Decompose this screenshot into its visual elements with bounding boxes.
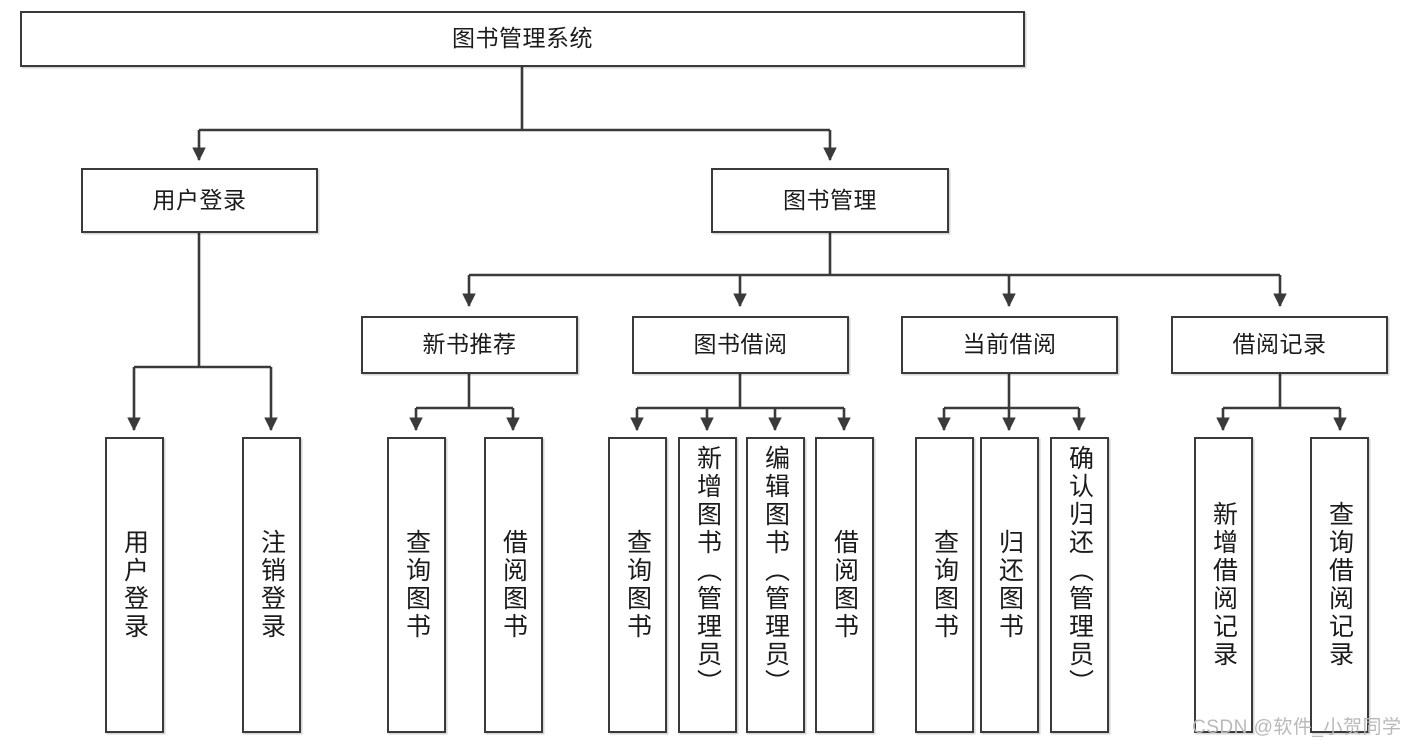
node-leaf-logout-label: 注销登录 — [257, 529, 286, 641]
node-root-label: 图书管理系统 — [452, 25, 593, 52]
node-leaf-query-book-2-label: 查询图书 — [623, 529, 652, 641]
node-leaf-edit-book[interactable]: 编辑图书（管理员） — [746, 437, 805, 733]
node-leaf-add-book[interactable]: 新增图书（管理员） — [678, 437, 737, 733]
node-root[interactable]: 图书管理系统 — [20, 11, 1025, 67]
node-leaf-add-book-label: 新增图书（管理员） — [693, 445, 722, 697]
node-leaf-confirm-return-label: 确认归还（管理员） — [1065, 445, 1094, 697]
node-leaf-edit-book-label: 编辑图书（管理员） — [761, 445, 790, 697]
node-leaf-return-book[interactable]: 归还图书 — [980, 437, 1039, 733]
node-book-borrow[interactable]: 图书借阅 — [632, 316, 849, 374]
node-leaf-query-book-1[interactable]: 查询图书 — [387, 437, 446, 733]
node-leaf-confirm-return[interactable]: 确认归还（管理员） — [1050, 437, 1109, 733]
node-leaf-user-login[interactable]: 用户登录 — [105, 437, 164, 733]
node-leaf-query-book-3[interactable]: 查询图书 — [915, 437, 974, 733]
node-leaf-borrow-book-1-label: 借阅图书 — [499, 529, 528, 641]
node-leaf-query-book-3-label: 查询图书 — [930, 529, 959, 641]
node-user-login-label: 用户登录 — [152, 186, 247, 213]
node-new-book-rec-label: 新书推荐 — [422, 331, 517, 358]
node-leaf-query-record-label: 查询借阅记录 — [1325, 501, 1354, 669]
node-leaf-logout[interactable]: 注销登录 — [242, 437, 301, 733]
node-leaf-borrow-book-2-label: 借阅图书 — [830, 529, 859, 641]
node-leaf-add-record[interactable]: 新增借阅记录 — [1194, 437, 1253, 733]
node-leaf-borrow-book-2[interactable]: 借阅图书 — [815, 437, 874, 733]
node-current-borrow-label: 当前借阅 — [962, 331, 1057, 358]
node-book-manage[interactable]: 图书管理 — [711, 168, 949, 233]
node-leaf-borrow-book-1[interactable]: 借阅图书 — [484, 437, 543, 733]
node-leaf-return-book-label: 归还图书 — [995, 529, 1024, 641]
node-leaf-query-book-1-label: 查询图书 — [402, 529, 431, 641]
node-borrow-record[interactable]: 借阅记录 — [1171, 316, 1388, 374]
node-borrow-record-label: 借阅记录 — [1232, 331, 1327, 358]
node-book-manage-label: 图书管理 — [783, 186, 877, 213]
node-book-borrow-label: 图书借阅 — [693, 331, 788, 358]
node-new-book-rec[interactable]: 新书推荐 — [361, 316, 578, 374]
node-current-borrow[interactable]: 当前借阅 — [901, 316, 1118, 374]
node-leaf-query-record[interactable]: 查询借阅记录 — [1310, 437, 1369, 733]
node-leaf-add-record-label: 新增借阅记录 — [1209, 501, 1238, 669]
node-user-login[interactable]: 用户登录 — [81, 168, 318, 233]
node-leaf-user-login-label: 用户登录 — [120, 529, 149, 641]
node-leaf-query-book-2[interactable]: 查询图书 — [608, 437, 667, 733]
